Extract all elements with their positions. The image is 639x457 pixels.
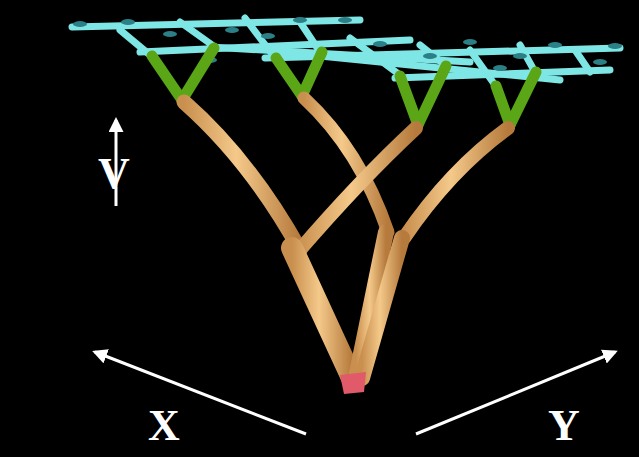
axis-label: V <box>98 152 130 196</box>
branches <box>184 98 508 378</box>
root-base <box>340 372 366 394</box>
green-segments <box>152 48 536 125</box>
axis-label: Y <box>548 404 580 448</box>
axis-label: X <box>148 404 180 448</box>
